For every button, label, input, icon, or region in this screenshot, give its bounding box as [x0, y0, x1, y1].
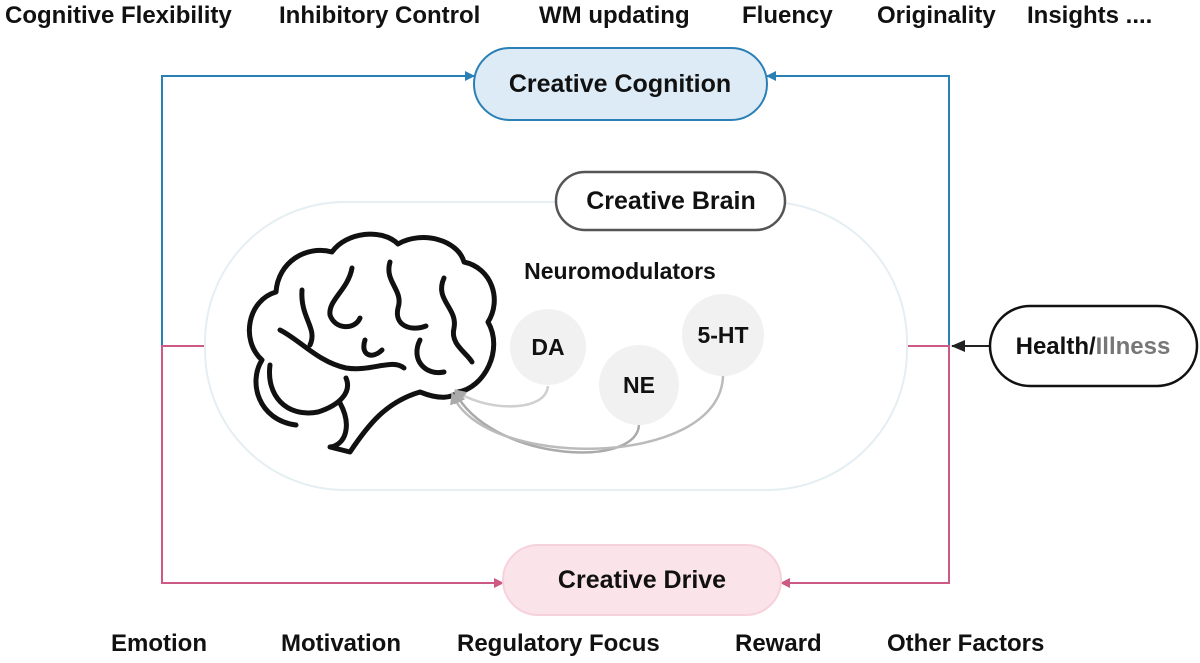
factor-fluency: Fluency [742, 2, 833, 29]
factor-wm-updating: WM updating [539, 2, 690, 29]
factor-originality: Originality [877, 2, 996, 29]
creative-drive-box: Creative Drive [502, 544, 782, 616]
creative-brain-box: Creative Brain [554, 170, 787, 232]
factor-motivation: Motivation [281, 630, 401, 657]
arrow-ne-to-brain [453, 391, 641, 454]
bottom-factors: Emotion Motivation Regulatory Focus Rewa… [111, 630, 1044, 657]
illness-text: Illness [1096, 333, 1171, 360]
creative-cognition-label: Creative Cognition [509, 70, 731, 98]
da-label: DA [531, 334, 564, 360]
creative-cognition-box: Creative Cognition [473, 47, 768, 121]
factor-other-factors: Other Factors [887, 630, 1044, 657]
health-illness-box: Health/Illness [988, 304, 1199, 388]
factor-insights: Insights .... [1027, 2, 1152, 29]
top-factors: Cognitive Flexibility Inhibitory Control… [5, 2, 1152, 29]
factor-cognitive-flexibility: Cognitive Flexibility [5, 2, 232, 29]
factor-emotion: Emotion [111, 630, 207, 657]
health-text: Health/ [1016, 333, 1096, 360]
ht5-node: 5-HT [682, 294, 764, 376]
neuromodulators-label: Neuromodulators [524, 258, 716, 284]
ne-label: NE [623, 372, 655, 398]
pink-connector-left [161, 345, 504, 588]
brain-icon [246, 231, 497, 455]
pink-connector-right [780, 345, 950, 588]
factor-reward: Reward [735, 630, 822, 657]
health-illness-label: Health/Illness [1016, 333, 1171, 360]
ne-node: NE [599, 345, 679, 425]
da-node: DA [510, 309, 586, 385]
creative-brain-label: Creative Brain [586, 187, 756, 215]
factor-inhibitory-control: Inhibitory Control [279, 2, 480, 29]
arrow-5ht-to-brain [450, 375, 725, 451]
ht5-label: 5-HT [697, 322, 748, 348]
factor-regulatory-focus: Regulatory Focus [457, 630, 660, 657]
creative-drive-label: Creative Drive [558, 566, 726, 594]
